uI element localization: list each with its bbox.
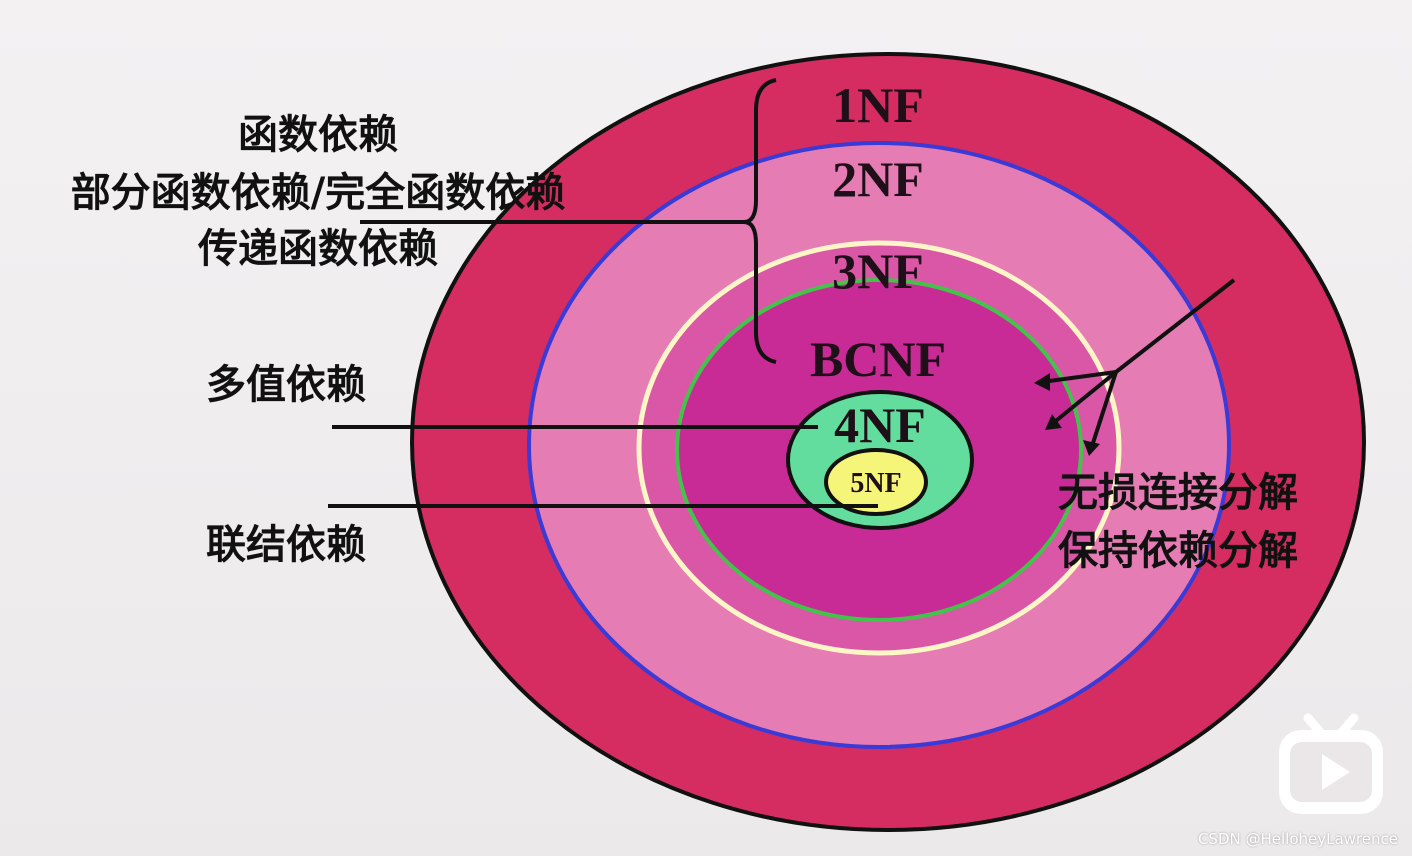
label-lossless-join: 无损连接分解 xyxy=(1058,470,1298,516)
label-functional-dependency: 函数依赖 xyxy=(238,112,398,158)
label-transitive-fd: 传递函数依赖 xyxy=(197,226,438,272)
label-partial-full-fd: 部分函数依赖/完全函数依赖 xyxy=(71,170,566,216)
play-logo-icon xyxy=(1279,713,1383,814)
decomposition-arrows xyxy=(1034,278,1236,456)
label-3nf: 3NF xyxy=(832,243,924,299)
label-1nf: 1NF xyxy=(832,77,924,133)
ellipse-5nf xyxy=(824,448,928,516)
label-5nf: 5NF xyxy=(850,468,901,499)
label-join-dependency: 联结依赖 xyxy=(206,522,366,568)
label-2nf: 2NF xyxy=(832,151,924,207)
label-bcnf: BCNF xyxy=(810,331,946,387)
label-dependency-preserving: 保持依赖分解 xyxy=(1058,528,1298,574)
watermark-text: CSDN @HelloheyLawrence xyxy=(1197,830,1398,848)
label-4nf: 4NF xyxy=(834,397,926,453)
label-multivalued-dependency: 多值依赖 xyxy=(206,362,366,408)
